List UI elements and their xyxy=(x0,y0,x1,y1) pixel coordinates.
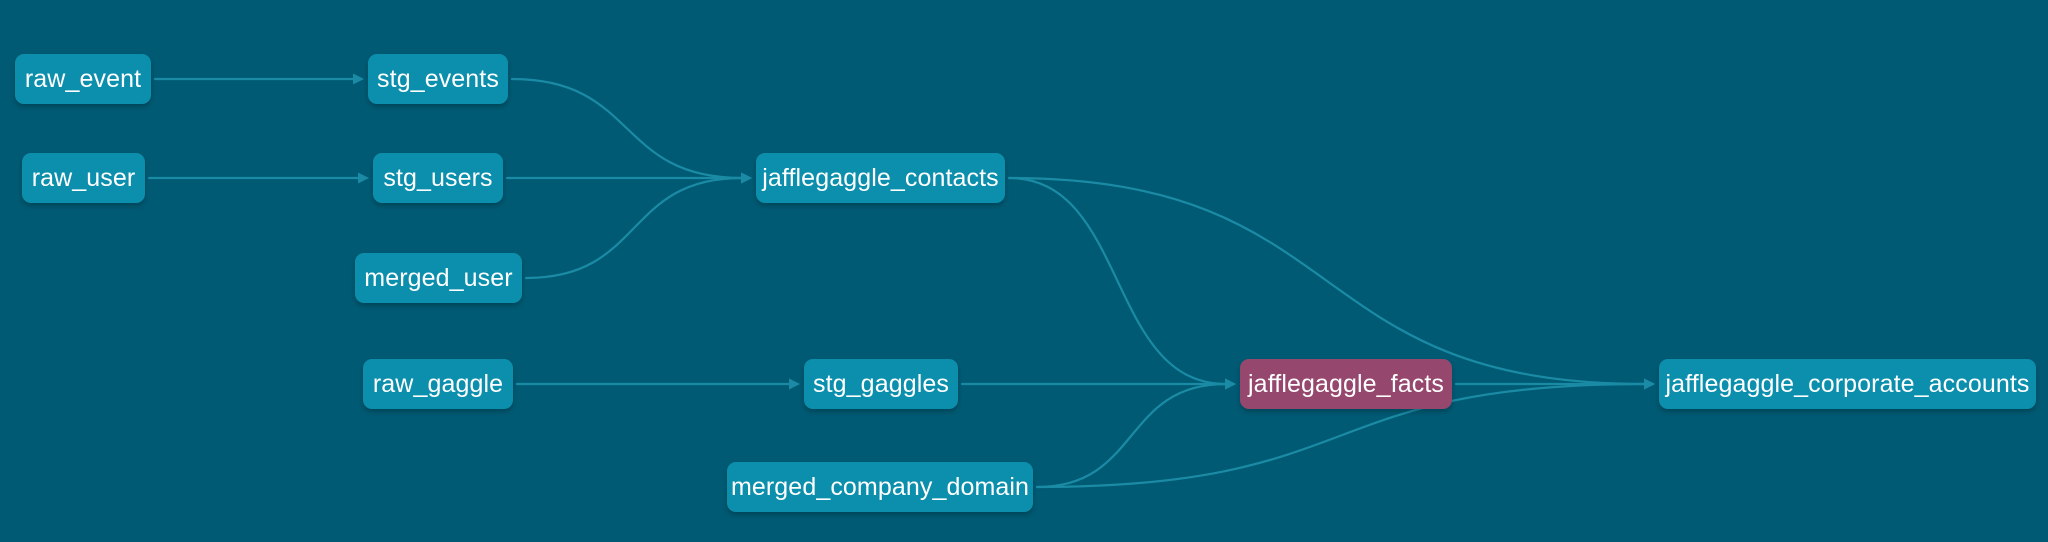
graph-node-jafflegaggle_facts[interactable]: jafflegaggle_facts xyxy=(1240,359,1452,409)
graph-node-label: raw_event xyxy=(24,64,142,93)
graph-node-jafflegaggle_contacts[interactable]: jafflegaggle_contacts xyxy=(756,153,1005,203)
graph-edge-arrowhead-icon xyxy=(1644,378,1655,390)
graph-edge-arrowhead-icon xyxy=(1225,378,1236,390)
graph-node-jafflegaggle_corporate_accounts[interactable]: jafflegaggle_corporate_accounts xyxy=(1659,359,2036,409)
graph-edge-merged_user-to-jafflegaggle_contacts xyxy=(524,176,744,280)
graph-edge-arrowhead-icon xyxy=(741,172,752,184)
graph-node-label: jafflegaggle_contacts xyxy=(762,163,999,192)
graph-node-stg_events[interactable]: stg_events xyxy=(368,54,508,104)
graph-node-label: stg_users xyxy=(383,163,493,192)
graph-node-label: merged_user xyxy=(364,263,513,292)
graph-edge-merged_company_domain-to-jafflegaggle_facts xyxy=(1035,382,1228,489)
graph-edge-arrowhead-icon xyxy=(1225,378,1236,390)
graph-edge-arrowhead-icon xyxy=(1644,378,1655,390)
graph-node-label: merged_company_domain xyxy=(730,472,1030,501)
graph-edge-arrowhead-icon xyxy=(358,172,369,184)
graph-edge-arrowhead-icon xyxy=(1225,378,1236,390)
graph-node-raw_gaggle[interactable]: raw_gaggle xyxy=(363,359,513,409)
graph-node-merged_company_domain[interactable]: merged_company_domain xyxy=(727,462,1033,512)
graph-node-raw_user[interactable]: raw_user xyxy=(22,153,145,203)
graph-edge-jafflegaggle_contacts-to-jafflegaggle_facts xyxy=(1007,176,1228,386)
graph-edge-jafflegaggle_contacts-to-jafflegaggle_corporate_accounts xyxy=(1007,176,1647,386)
graph-edge-arrowhead-icon xyxy=(741,172,752,184)
graph-node-raw_event[interactable]: raw_event xyxy=(15,54,151,104)
graph-edge-arrowhead-icon xyxy=(353,73,364,85)
graph-edge-arrowhead-icon xyxy=(741,172,752,184)
graph-node-stg_users[interactable]: stg_users xyxy=(373,153,503,203)
graph-node-label: stg_gaggles xyxy=(813,369,949,398)
graph-edge-arrowhead-icon xyxy=(789,378,800,390)
graph-node-label: stg_events xyxy=(377,64,499,93)
graph-node-stg_gaggles[interactable]: stg_gaggles xyxy=(804,359,958,409)
graph-edge-arrowhead-icon xyxy=(1644,378,1655,390)
graph-node-label: jafflegaggle_corporate_accounts xyxy=(1665,369,2030,398)
graph-edge-stg_events-to-jafflegaggle_contacts xyxy=(510,77,744,180)
graph-node-label: jafflegaggle_facts xyxy=(1248,369,1444,398)
graph-node-label: raw_user xyxy=(31,163,136,192)
graph-node-merged_user[interactable]: merged_user xyxy=(355,253,522,303)
graph-node-label: raw_gaggle xyxy=(372,369,504,398)
